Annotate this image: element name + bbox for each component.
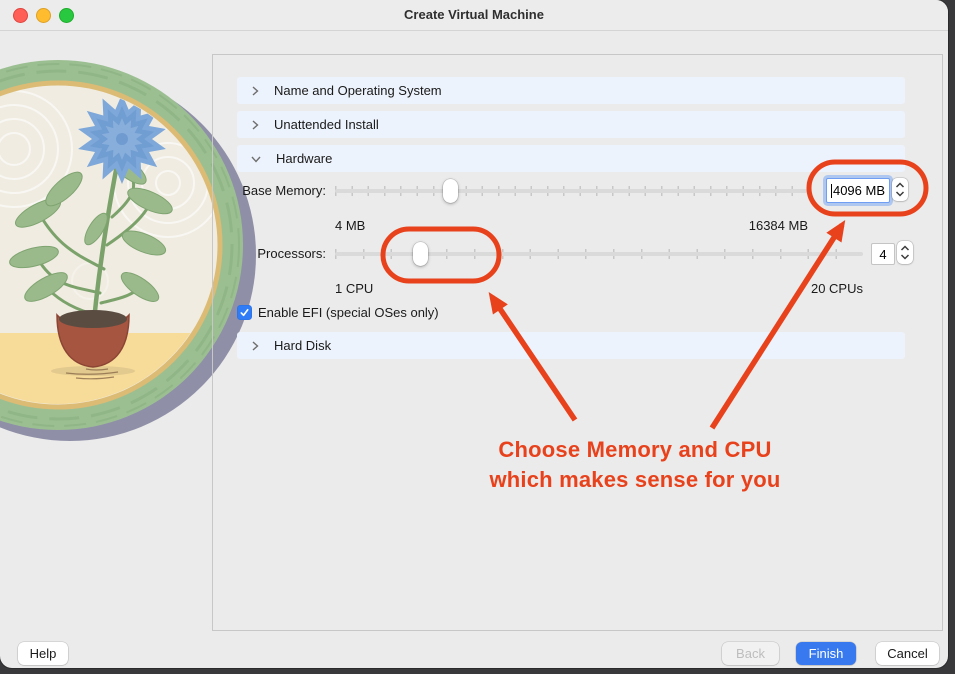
- chevron-right-icon: [250, 119, 260, 131]
- section-label: Name and Operating System: [274, 83, 442, 98]
- plant: [9, 94, 173, 380]
- dialog-content: Name and Operating System Unattended Ins…: [0, 31, 948, 668]
- window-title: Create Virtual Machine: [404, 7, 544, 22]
- annotation-text: Choose Memory and CPU which makes sense …: [400, 435, 870, 495]
- processors-slider-thumb[interactable]: [413, 242, 428, 266]
- chevron-right-icon: [250, 340, 260, 352]
- close-window-button[interactable]: [13, 8, 28, 23]
- base-memory-max-label: 16384 MB: [748, 218, 808, 233]
- stepper-arrows-icon: [895, 182, 905, 197]
- processors-input[interactable]: 4: [871, 243, 895, 265]
- section-hard-disk[interactable]: Hard Disk: [237, 332, 905, 359]
- finish-button[interactable]: Finish: [796, 642, 856, 665]
- chevron-right-icon: [250, 85, 260, 97]
- base-memory-label: Base Memory:: [242, 183, 326, 198]
- back-button[interactable]: Back: [722, 642, 779, 665]
- section-unattended-install[interactable]: Unattended Install: [237, 111, 905, 138]
- text-cursor: [830, 183, 832, 198]
- sand-ground: [0, 333, 217, 404]
- checkmark-icon: [240, 308, 249, 317]
- section-hardware[interactable]: Hardware: [237, 145, 905, 172]
- base-memory-min-label: 4 MB: [335, 218, 366, 233]
- processors-value: 4: [879, 246, 887, 262]
- green-ring: [0, 60, 243, 430]
- section-label: Hardware: [276, 151, 333, 166]
- cancel-button[interactable]: Cancel: [876, 642, 939, 665]
- base-memory-slider-thumb[interactable]: [443, 179, 458, 203]
- section-label: Unattended Install: [274, 117, 379, 132]
- flower: [78, 94, 166, 184]
- processors-max-label: 20 CPUs: [810, 281, 863, 296]
- section-label: Hard Disk: [274, 338, 332, 353]
- help-button[interactable]: Help: [18, 642, 68, 665]
- pot: [51, 310, 135, 380]
- processors-slider[interactable]: [335, 242, 863, 266]
- slider-track: [335, 252, 863, 256]
- annotation-line2: which makes sense for you: [489, 467, 781, 492]
- chevron-down-icon: [250, 154, 262, 164]
- titlebar: Create Virtual Machine: [0, 0, 948, 31]
- efi-checkbox[interactable]: [237, 305, 252, 320]
- processors-stepper[interactable]: [897, 241, 913, 264]
- efi-checkbox-label: Enable EFI (special OSes only): [258, 305, 439, 320]
- processors-min-label: 1 CPU: [335, 281, 374, 296]
- processors-label: Processors:: [257, 246, 326, 261]
- zoom-window-button[interactable]: [59, 8, 74, 23]
- gold-ring: [0, 80, 223, 410]
- efi-checkbox-row: Enable EFI (special OSes only): [237, 305, 439, 320]
- leaves: [9, 153, 173, 302]
- wizard-panel: [212, 54, 943, 631]
- base-memory-input[interactable]: 4096 MB: [826, 178, 890, 203]
- base-memory-value: 4096 MB: [832, 183, 886, 198]
- traffic-lights: [13, 8, 74, 23]
- annotation-line1: Choose Memory and CPU: [498, 437, 772, 462]
- stepper-arrows-icon: [900, 245, 910, 260]
- base-memory-stepper[interactable]: [892, 178, 908, 201]
- base-memory-slider[interactable]: [335, 179, 808, 203]
- section-name-and-os[interactable]: Name and Operating System: [237, 77, 905, 104]
- swirl-texture: [0, 90, 217, 300]
- slider-track: [335, 189, 808, 193]
- minimize-window-button[interactable]: [36, 8, 51, 23]
